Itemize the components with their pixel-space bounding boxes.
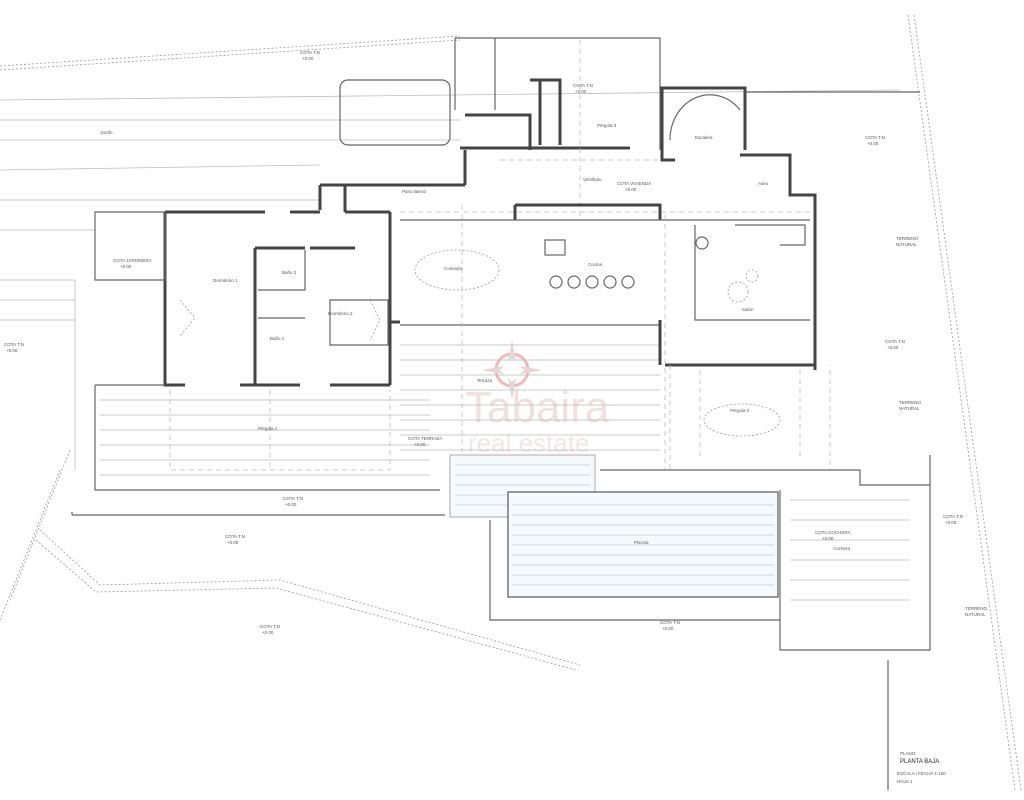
cota-terraza-value: +0.00 xyxy=(414,442,426,447)
terreno-label: NATURAL xyxy=(899,406,920,411)
cota-label: COTA T.N xyxy=(865,135,885,140)
terreno-label: NATURAL xyxy=(896,242,917,247)
label-jardin: Jardín xyxy=(100,130,113,135)
cota-value: +0.00 xyxy=(6,348,18,353)
label-cocina: Cocina xyxy=(588,262,603,267)
label-dormitorio-1: Dormitorio 1 xyxy=(213,278,238,283)
terreno-label: TERRENO xyxy=(899,400,922,405)
label-vestibulo: Vestíbulo xyxy=(583,177,602,182)
furniture xyxy=(179,236,781,437)
house-walls xyxy=(94,203,815,470)
label-dormitorio-2: Dormitorio 2 xyxy=(328,311,353,316)
label-piscina: Piscina xyxy=(634,540,649,545)
label-comedor: Comedor xyxy=(444,266,463,271)
terraces xyxy=(71,365,931,651)
cota-vivienda-value: +0.00 xyxy=(625,187,637,192)
cota-cochera-value: +0.00 xyxy=(822,536,834,541)
cota-label: COTA T.N xyxy=(225,534,245,539)
label-bano-2: Baño 2 xyxy=(282,270,297,275)
cota-label: COTA T.N xyxy=(943,514,963,519)
cota-terraza-label: COTA TERRAZA xyxy=(408,436,442,441)
cota-value: +0.00 xyxy=(945,520,957,525)
label-pergola-3: Pérgola 3 xyxy=(597,123,617,128)
cota-label: COTA T.N xyxy=(660,620,680,625)
grid-lines xyxy=(0,119,910,601)
plano-label: PLANO xyxy=(900,751,916,756)
terreno-label: TERRENO xyxy=(896,236,919,241)
terreno-label: TERRENO xyxy=(965,606,988,611)
cota-vivienda-label: COTA VIVIENDA xyxy=(617,181,651,186)
label-escalera: Escalera xyxy=(695,135,713,140)
label-salon: Salón xyxy=(742,307,754,312)
cota-label: COTA T.N xyxy=(260,624,280,629)
level-labels: COTA T.N +0.00 COTA T.N +0.00 COTA T.N +… xyxy=(4,50,988,635)
cota-value: +0.00 xyxy=(227,540,239,545)
cota-label: COTA T.N xyxy=(300,50,320,55)
label-terraza: Terraza xyxy=(477,378,493,383)
label-cochera: Cochera xyxy=(833,546,851,551)
title-line-1: ESCALA / FECHA 1:100 xyxy=(897,771,946,776)
cota-value: +0.00 xyxy=(887,345,899,350)
cota-jardinera-label: COTA JARDINERA xyxy=(113,258,152,263)
label-pergola-2: Pérgola 2 xyxy=(730,408,750,413)
watermark-logo: Tabaira real estate xyxy=(465,340,610,458)
plan-name: PLANTA BAJA xyxy=(900,759,939,765)
terreno-label: NATURAL xyxy=(965,612,986,617)
cota-label: COTA T.N xyxy=(4,342,24,347)
cota-value: +0.00 xyxy=(575,89,587,94)
title-line-2: HOJA 1 xyxy=(897,779,913,784)
label-paso: Paso lateral xyxy=(402,189,426,194)
title-block: PLANO PLANTA BAJA ESCALA / FECHA 1:100 H… xyxy=(897,751,946,784)
label-aseo: Aseo xyxy=(758,181,769,186)
cota-value: +0.00 xyxy=(662,626,674,631)
cota-value: +0.00 xyxy=(302,56,314,61)
label-pergola-1: Pérgola 1 xyxy=(258,426,278,431)
cota-label: COTA T.N xyxy=(885,339,905,344)
watermark-brand: Tabaira xyxy=(465,383,610,432)
pool xyxy=(449,454,889,790)
cota-cochera-label: COTA COCHERA xyxy=(815,530,851,535)
cota-value: +0.00 xyxy=(867,141,879,146)
cota-label: COTA T.N xyxy=(573,83,593,88)
cota-jardinera-value: +0.00 xyxy=(120,264,132,269)
cota-value: +0.00 xyxy=(262,630,274,635)
watermark-sub: real estate xyxy=(468,428,589,458)
cota-value: +0.00 xyxy=(285,502,297,507)
upper-structures xyxy=(318,37,920,370)
label-bano-1: Baño 1 xyxy=(270,336,285,341)
room-labels: Dormitorio 1 Baño 2 Baño 1 Dormitorio 2 … xyxy=(100,123,851,551)
cota-label: COTA T.N xyxy=(283,496,303,501)
